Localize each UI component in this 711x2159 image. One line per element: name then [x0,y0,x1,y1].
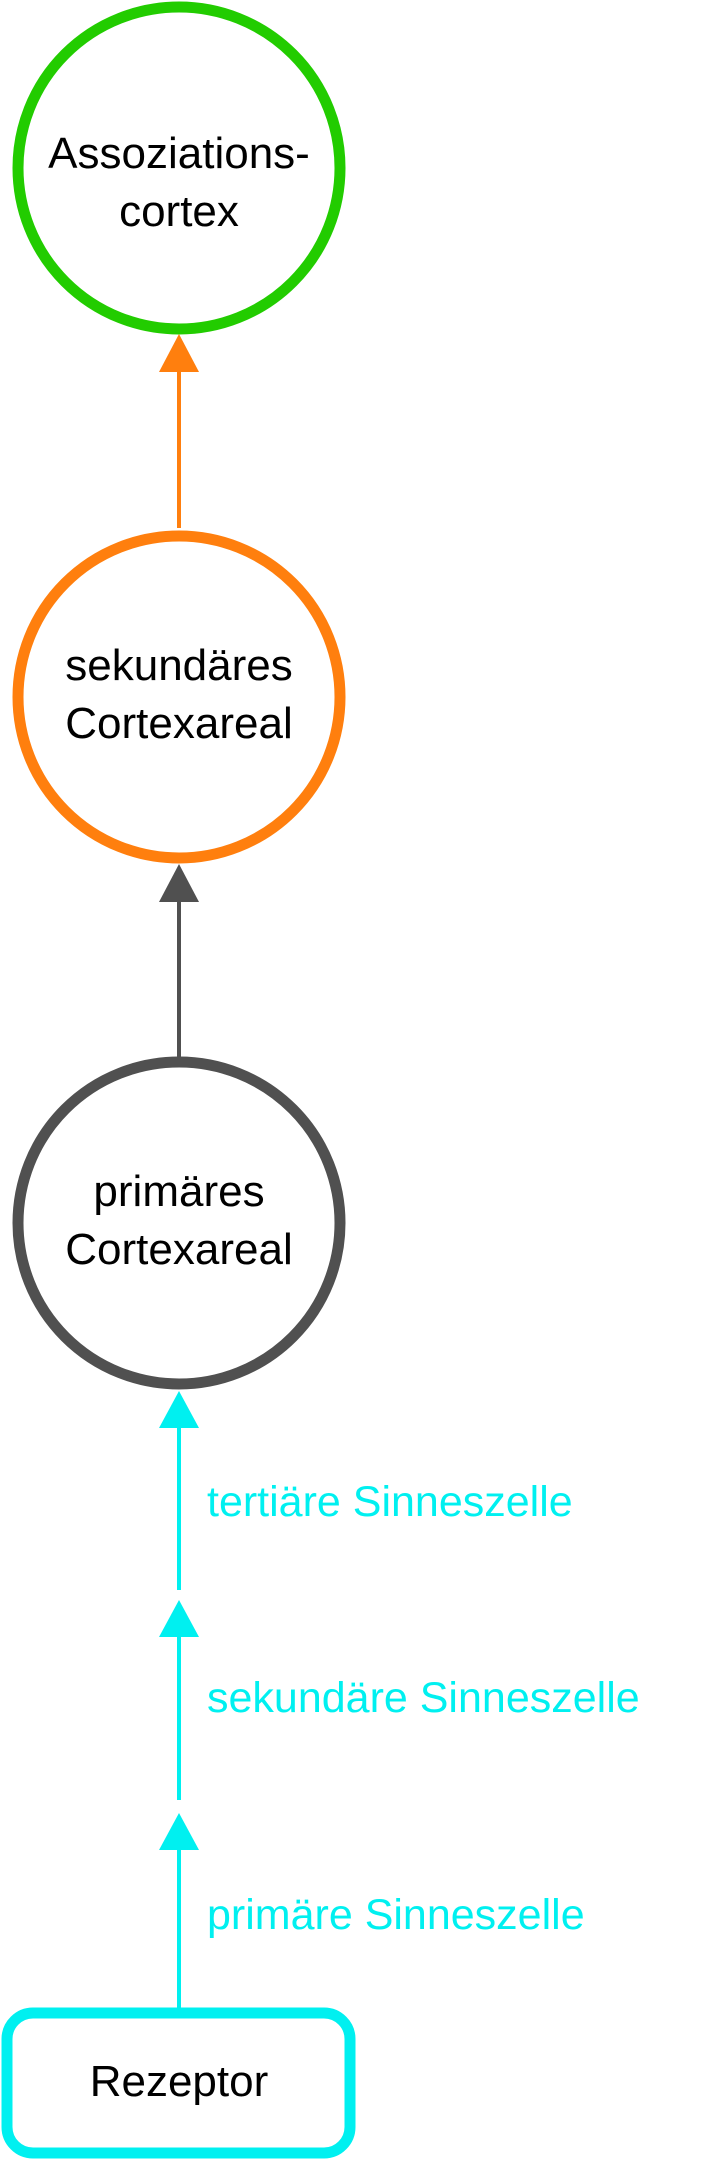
node-association-cortex: Assoziations- cortex [12,1,346,335]
receptor-box [1,2007,356,2159]
secondary-cell-label: sekundäre Sinneszelle [207,1674,640,1722]
arrow-secondary-to-association [159,334,199,528]
arrow-primary-cell: primäre Sinneszelle [159,1813,585,2008]
node-receptor: Rezeptor [1,2007,356,2159]
primary-cortex-label-line2: Cortexareal [65,1225,292,1274]
receptor-label: Rezeptor [90,2057,269,2106]
arrow-head [159,334,199,372]
node-secondary-cortex: sekundäres Cortexareal [12,530,346,864]
association-cortex-label-line2: cortex [119,187,239,236]
arrow-secondary-cell: sekundäre Sinneszelle [159,1600,640,1800]
tertiary-cell-label: tertiäre Sinneszelle [207,1478,573,1526]
arrow-tertiary-cell: tertiäre Sinneszelle [159,1391,573,1590]
primary-cortex-label-line1: primäres [93,1167,264,1216]
arrow-head [159,1391,199,1428]
association-cortex-label-line1: Assoziations- [48,129,310,178]
association-cortex-circle [12,1,346,335]
arrow-head [159,1813,199,1850]
arrow-head [159,864,199,902]
secondary-cortex-circle [12,530,346,864]
secondary-cortex-label-line1: sekundäres [65,641,292,690]
arrow-head [159,1600,199,1637]
primary-cell-label: primäre Sinneszelle [207,1891,585,1939]
secondary-cortex-label-line2: Cortexareal [65,699,292,748]
node-primary-cortex: primäres Cortexareal [12,1056,346,1390]
arrow-primary-to-secondary [159,864,199,1057]
primary-cortex-circle [12,1056,346,1390]
